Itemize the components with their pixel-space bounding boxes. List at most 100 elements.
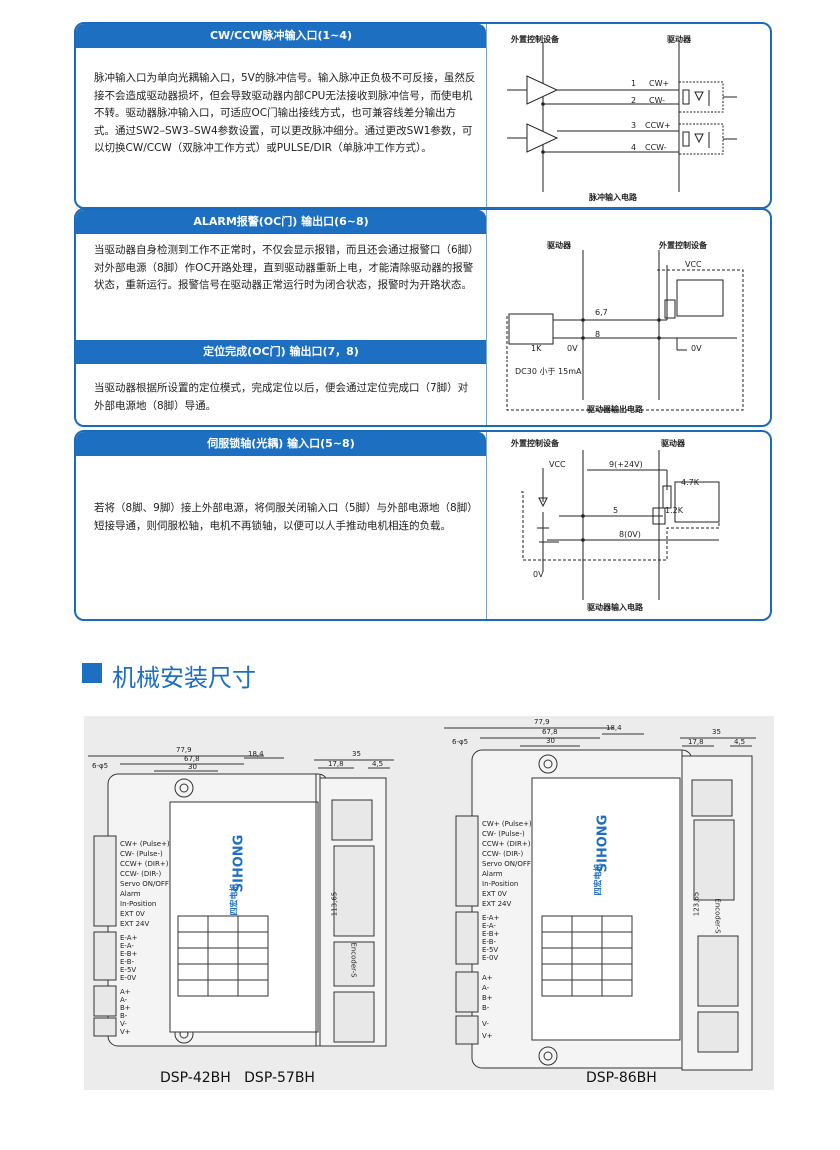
right-side-a: 17,8 xyxy=(688,738,704,746)
right-dim-total-width: 77,9 xyxy=(534,718,550,726)
model-label-left: DSP-42BH DSP-57BH xyxy=(160,1070,315,1086)
servo-lock-panel: 伺服锁轴(光耦) 输入口(5~8) 若将（8脚、9脚）接上外部电源，将伺服关闭输… xyxy=(74,430,772,621)
right-power-1: V- xyxy=(482,1020,489,1028)
left-power-1: V- xyxy=(120,1020,127,1028)
left-term-6: Alarm xyxy=(120,890,141,898)
right-motor-1: A+ xyxy=(482,974,493,982)
right-enc-1: E-A+ xyxy=(482,914,500,922)
alarm-diagram-left-label: 驱动器 xyxy=(547,241,571,250)
right-term-9: EXT 24V xyxy=(482,900,512,908)
left-enc-5: E-5V xyxy=(120,966,137,974)
right-term-7: In-Position xyxy=(482,880,519,888)
right-brand-cn: 四宏电机 xyxy=(593,863,603,896)
left-dim-mid-width: 67,8 xyxy=(184,755,200,763)
right-term-3: CCW+ (DIR+) xyxy=(482,840,531,848)
left-side-encoder-label: Encoder-S xyxy=(349,942,358,978)
left-term-9: EXT 24V xyxy=(120,920,150,928)
right-term-6: Alarm xyxy=(482,870,503,878)
servo-diagram-left-label: 外置控制设备 xyxy=(511,439,559,448)
pin-1: 1 xyxy=(631,79,637,88)
right-term-8: EXT 0V xyxy=(482,890,507,898)
pulse-diagram-caption: 脉冲输入电路 xyxy=(589,193,637,202)
right-dim-hole: 6-φ5 xyxy=(452,738,469,746)
alarm-output-circuit: 驱动器 外置控制设备 VCC 6,7 8 1K 0V 0V DC30 小于 15… xyxy=(486,210,770,425)
servo-lock-circuit: 外置控制设备 驱动器 VCC 9(+24V) 4.7K 1.2K 5 8(0V)… xyxy=(486,432,770,619)
left-dim-right-width: 18,4 xyxy=(248,750,264,758)
servo-diagram-caption: 驱动器输入电路 xyxy=(587,603,643,612)
left-dim-hole: 6-φ5 xyxy=(92,762,109,770)
left-enc-6: E-0V xyxy=(120,974,137,982)
servo-zero: 0V xyxy=(533,570,544,579)
left-term-8: EXT 0V xyxy=(120,910,145,918)
left-dim-inner-width: 30 xyxy=(188,763,197,771)
pulse-diagram-left-label: 外置控制设备 xyxy=(511,35,559,44)
right-enc-6: E-0V xyxy=(482,954,499,962)
positioning-output-description: 当驱动器根据所设置的定位模式，完成定位以后，便会通过定位完成口（7脚）对外部电源… xyxy=(94,382,469,412)
right-enc-3: E-B+ xyxy=(482,930,500,938)
right-term-2: CW- (Pulse-) xyxy=(482,830,525,838)
servo-pin-5: 5 xyxy=(613,506,619,515)
alarm-diagram-right-label: 外置控制设备 xyxy=(659,241,707,250)
alarm-current-note: DC30 小于 15mA xyxy=(515,367,582,376)
left-motor-4: B- xyxy=(120,1012,128,1020)
section-title-text: 机械安装尺寸 xyxy=(112,664,256,692)
alarm-vcc: VCC xyxy=(685,260,702,269)
right-dim-inner-width: 30 xyxy=(546,737,555,745)
right-power-2: V+ xyxy=(482,1032,493,1040)
pin-2: 2 xyxy=(631,96,637,105)
right-term-5: Servo ON/OFF xyxy=(482,860,531,868)
pulse-input-panel: CW/CCW脉冲输入口(1~4) 脉冲输入口为单向光耦输入口，5V的脉冲信号。输… xyxy=(74,22,772,209)
alarm-zero-left: 0V xyxy=(567,344,578,353)
right-motor-2: A- xyxy=(482,984,490,992)
alarm-diagram-caption: 驱动器输出电路 xyxy=(587,405,643,414)
right-side-encoder-label: Encoder-S xyxy=(713,898,722,934)
alarm-pin-8: 8 xyxy=(595,330,601,339)
section-square-icon xyxy=(82,663,102,683)
pulse-diagram-right-label: 驱动器 xyxy=(667,35,691,44)
alarm-output-header: ALARM报警(OC门) 输出口(6~8) xyxy=(76,210,486,234)
left-term-1: CW+ (Pulse+) xyxy=(120,840,170,848)
servo-resistor-4k7: 4.7K xyxy=(681,478,699,487)
servo-resistor-1k2: 1.2K xyxy=(665,506,683,515)
right-enc-2: E-A- xyxy=(482,922,496,930)
alarm-output-text-area: ALARM报警(OC门) 输出口(6~8) 当驱动器自身检测到工作不正常时，不仅… xyxy=(76,210,486,425)
left-enc-3: E-B+ xyxy=(120,950,138,958)
servo-pin-9: 9(+24V) xyxy=(609,460,643,469)
alarm-pin-67: 6,7 xyxy=(595,308,608,317)
left-side-a: 17,8 xyxy=(328,760,344,768)
left-term-3: CCW+ (DIR+) xyxy=(120,860,169,868)
right-side-b: 4,5 xyxy=(734,738,746,746)
left-motor-3: B+ xyxy=(120,1004,131,1012)
left-side-b: 4,5 xyxy=(372,760,384,768)
servo-vcc: VCC xyxy=(549,460,566,469)
left-enc-4: E-B- xyxy=(120,958,135,966)
signal-ccw-plus: CCW+ xyxy=(645,121,671,130)
right-enc-5: E-5V xyxy=(482,946,499,954)
alarm-output-panel: ALARM报警(OC门) 输出口(6~8) 当驱动器自身检测到工作不正常时，不仅… xyxy=(74,208,772,427)
alarm-output-circuit-diagram xyxy=(506,250,744,411)
left-motor-2: A- xyxy=(120,996,128,1004)
left-dim-height: 113,65 xyxy=(330,891,339,917)
right-dim-height: 123,65 xyxy=(692,891,701,917)
left-term-2: CW- (Pulse-) xyxy=(120,850,163,858)
mechanical-drawing: 77,9 67,8 30 18,4 6-φ5 113,65 35 17,8 4,… xyxy=(84,716,774,1090)
left-motor-1: A+ xyxy=(120,988,131,996)
left-term-7: In-Position xyxy=(120,900,157,908)
servo-lock-text-area: 伺服锁轴(光耦) 输入口(5~8) 若将（8脚、9脚）接上外部电源，将伺服关闭输… xyxy=(76,432,486,619)
alarm-zero-right: 0V xyxy=(691,344,702,353)
left-power-2: V+ xyxy=(120,1028,131,1036)
left-term-4: CCW- (DIR-) xyxy=(120,870,162,878)
servo-diagram-right-label: 驱动器 xyxy=(661,439,685,448)
servo-lock-circuit-diagram xyxy=(521,450,720,600)
model-label-right: DSP-86BH xyxy=(586,1070,657,1086)
signal-cw-plus: CW+ xyxy=(649,79,670,88)
left-term-5: Servo ON/OFF xyxy=(120,880,169,888)
pin-4: 4 xyxy=(631,143,637,152)
signal-ccw-minus: CCW- xyxy=(645,143,667,152)
pin-3: 3 xyxy=(631,121,637,130)
left-dim-total-width: 77,9 xyxy=(176,746,192,754)
alarm-resistor-1k: 1K xyxy=(531,344,542,353)
servo-lock-description: 若将（8脚、9脚）接上外部电源，将伺服关闭输入口（5脚）与外部电源地（8脚）短接… xyxy=(94,502,473,532)
pulse-input-circuit-diagram xyxy=(507,42,737,192)
positioning-output-header: 定位完成(OC门) 输出口(7，8) xyxy=(76,340,486,364)
